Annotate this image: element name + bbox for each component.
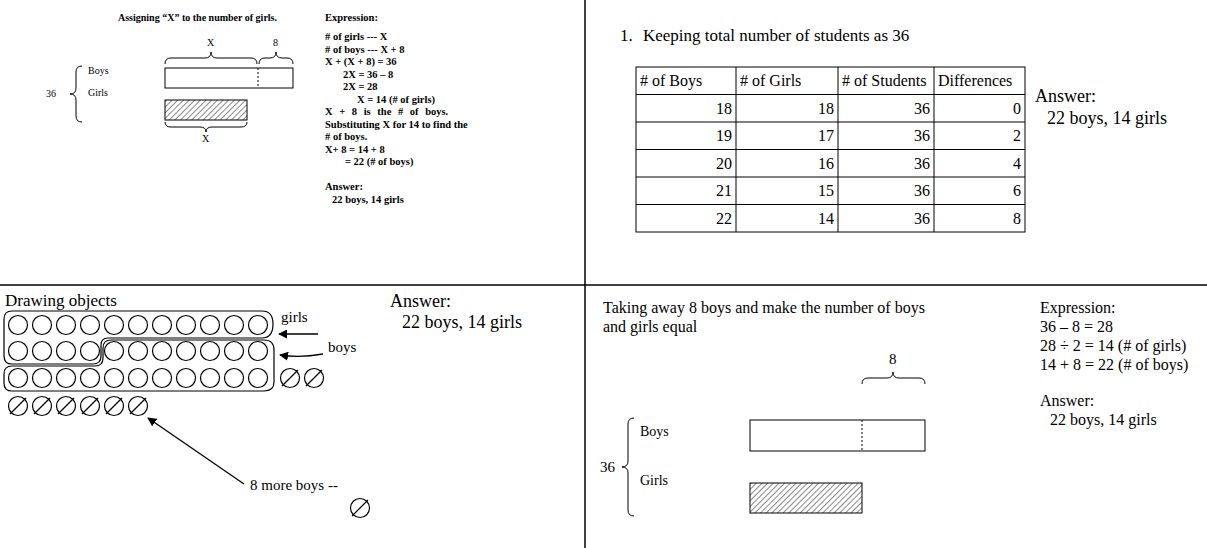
table-cell: 18 (736, 95, 838, 123)
list-number: 1. (620, 26, 633, 46)
answer-heading: Answer: (390, 291, 451, 313)
table-cell: 20 (636, 150, 736, 178)
expression-line: X+ 8 = 14 + 8 (325, 144, 385, 157)
total-label: 36 (46, 88, 56, 100)
heading: and girls equal (603, 317, 697, 336)
table-cell: 16 (736, 150, 838, 178)
pointer-arrow (148, 418, 244, 484)
table-cell: 18 (636, 95, 736, 123)
group-label: boys (328, 338, 356, 356)
table-cell: 36 (838, 150, 934, 178)
table-cell: 17 (736, 122, 838, 150)
expression-line: 14 + 8 = 22 (# of boys) (1040, 355, 1188, 374)
brace (165, 52, 257, 64)
expression-line: X = 14 (# of girls) (357, 94, 435, 107)
group-label: girls (281, 308, 308, 326)
expression-line: 2X = 36 – 8 (343, 69, 393, 82)
divider-line (0, 284, 1207, 286)
answer-heading: Answer: (1040, 391, 1094, 410)
table-cell: 4 (934, 150, 1025, 178)
answer-text: 22 boys, 14 girls (402, 312, 522, 334)
pointer-arrow (280, 354, 323, 356)
girls-loop (4, 311, 273, 364)
expression-line: # of boys --- X + 8 (325, 44, 404, 57)
table-cell: 2 (934, 122, 1025, 150)
table-cell: 6 (934, 177, 1025, 205)
bar-label: Boys (88, 65, 109, 77)
table-header: # of Girls (736, 67, 838, 95)
answer-text: 22 boys, 14 girls (1047, 108, 1167, 130)
boys-bar (165, 68, 293, 88)
expression-heading: Expression: (325, 12, 378, 25)
expression-line: 2X = 28 (343, 81, 378, 94)
table-cell: 21 (636, 177, 736, 205)
girls-bar (165, 100, 247, 120)
expression-heading: Expression: (1040, 298, 1116, 317)
table-header: # of Boys (636, 67, 736, 95)
expression-line: 36 – 8 = 28 (1040, 317, 1113, 336)
expression-line: # of boys. (325, 131, 367, 144)
brace (622, 418, 634, 516)
heading: Taking away 8 boys and make the number o… (603, 298, 925, 317)
table-cell: 0 (934, 95, 1025, 123)
bar-label: Girls (640, 473, 668, 490)
table-cell: 8 (934, 205, 1025, 233)
table-cell: 15 (736, 177, 838, 205)
brace (259, 52, 293, 64)
expression-line: # of girls --- X (325, 31, 387, 44)
heading: Keeping total number of students as 36 (643, 26, 909, 46)
table-grid (636, 67, 1025, 232)
expression-line: 28 ÷ 2 = 14 (# of girls) (1040, 336, 1186, 355)
brace (165, 122, 247, 132)
table-cell: 19 (636, 122, 736, 150)
answer-heading: Answer: (1035, 86, 1096, 108)
table-cell: 36 (838, 177, 934, 205)
girls-bar (750, 483, 862, 513)
brace (862, 372, 925, 384)
table-header: Differences (934, 67, 1025, 95)
boys-bar (750, 420, 925, 451)
bar-label: Boys (640, 424, 669, 441)
brace-label: 8 (273, 37, 278, 49)
table-cell: 36 (838, 95, 934, 123)
brace-label: X (202, 133, 209, 145)
brace-label: X (207, 37, 214, 49)
table-header: # of Students (838, 67, 934, 95)
expression-line: X + 8 is the # of boys. (325, 106, 448, 119)
expression-line: X + (X + 8) = 36 (325, 56, 397, 69)
bar-label: Girls (88, 87, 108, 99)
heading: Drawing objects (5, 291, 117, 311)
table-cell: 36 (838, 122, 934, 150)
group-label: 8 more boys -- (250, 476, 338, 494)
pointer-arrow (279, 333, 318, 334)
dashed-divider (862, 420, 863, 451)
circle-objects (9, 316, 370, 518)
expression-line: = 22 (# of boys) (345, 156, 413, 169)
table-cell: 36 (838, 205, 934, 233)
heading: Assigning “X” to the number of girls. (118, 12, 277, 24)
dashed-divider (258, 68, 259, 88)
brace-label: 8 (889, 350, 897, 368)
answer-text: 22 boys, 14 girls (332, 194, 404, 207)
brace (70, 66, 82, 122)
table-cell: 14 (736, 205, 838, 233)
expression-line: Substituting X for 14 to find the (325, 119, 468, 132)
table-cell: 22 (636, 205, 736, 233)
answer-text: 22 boys, 14 girls (1050, 410, 1157, 429)
answer-heading: Answer: (325, 181, 363, 194)
boys-loop (4, 340, 274, 391)
total-label: 36 (600, 458, 615, 476)
divider-line (584, 0, 586, 548)
